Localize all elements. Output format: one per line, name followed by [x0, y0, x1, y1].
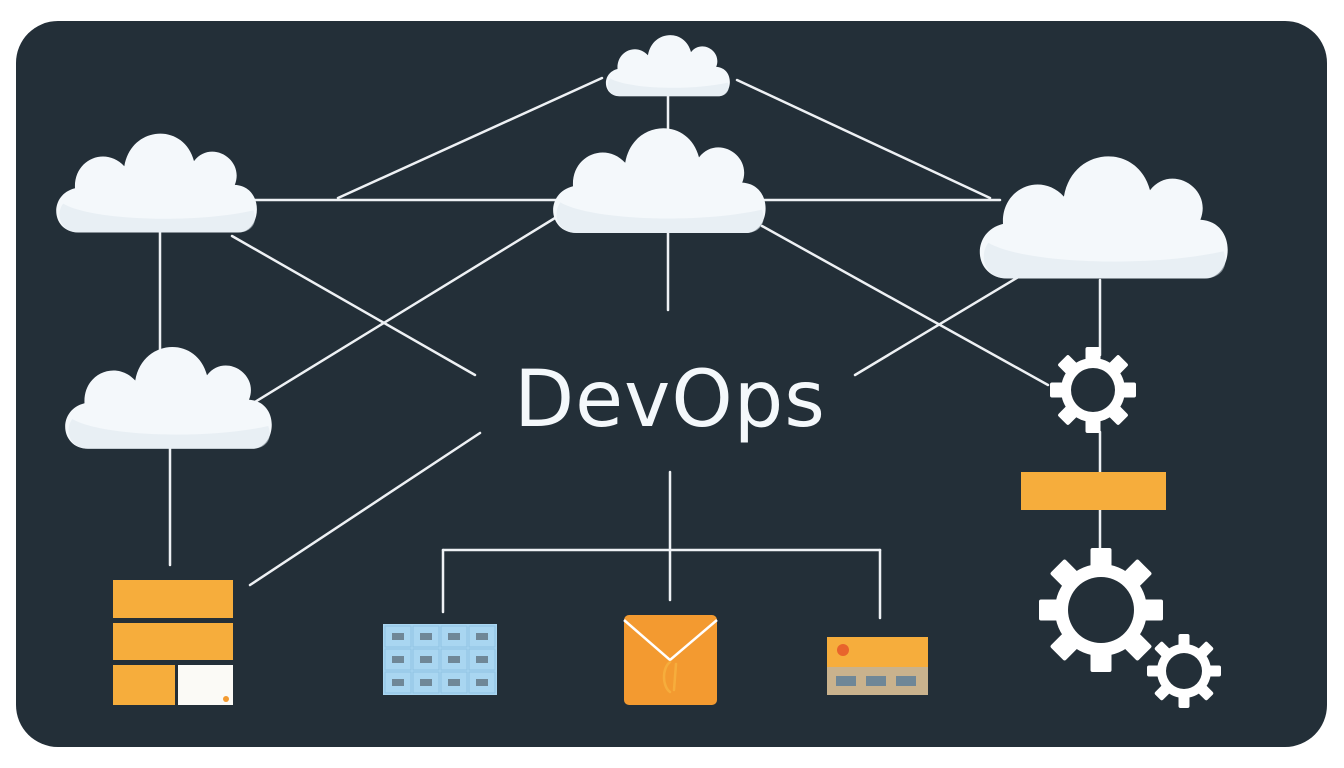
server-stack-icon — [113, 580, 233, 705]
connector-line — [853, 274, 1022, 377]
diagram-title: DevOps — [514, 355, 826, 445]
diagram-svg — [16, 21, 1327, 747]
connector-line — [248, 216, 557, 407]
connector-line — [760, 224, 1050, 387]
cloud-center-icon — [553, 128, 766, 233]
connector-line — [336, 76, 604, 200]
gear-upper-right-icon — [1050, 347, 1136, 433]
gear-large-icon — [1039, 548, 1163, 672]
orange-bar-icon — [1021, 472, 1166, 510]
cloud-right-icon — [979, 156, 1228, 279]
cloud-top-icon — [605, 35, 730, 97]
card-icon — [827, 637, 928, 695]
cloud-lower-left-icon — [65, 346, 272, 449]
cloud-left-icon — [56, 133, 257, 233]
connector-lines — [158, 76, 1102, 620]
envelope-icon — [623, 615, 718, 705]
connector-line — [735, 78, 992, 200]
gear-small-icon — [1147, 634, 1221, 708]
diagram-panel: DevOps — [16, 21, 1327, 747]
connector-line — [248, 431, 482, 587]
connector-line — [230, 234, 477, 377]
blue-grid-icon — [383, 624, 497, 695]
